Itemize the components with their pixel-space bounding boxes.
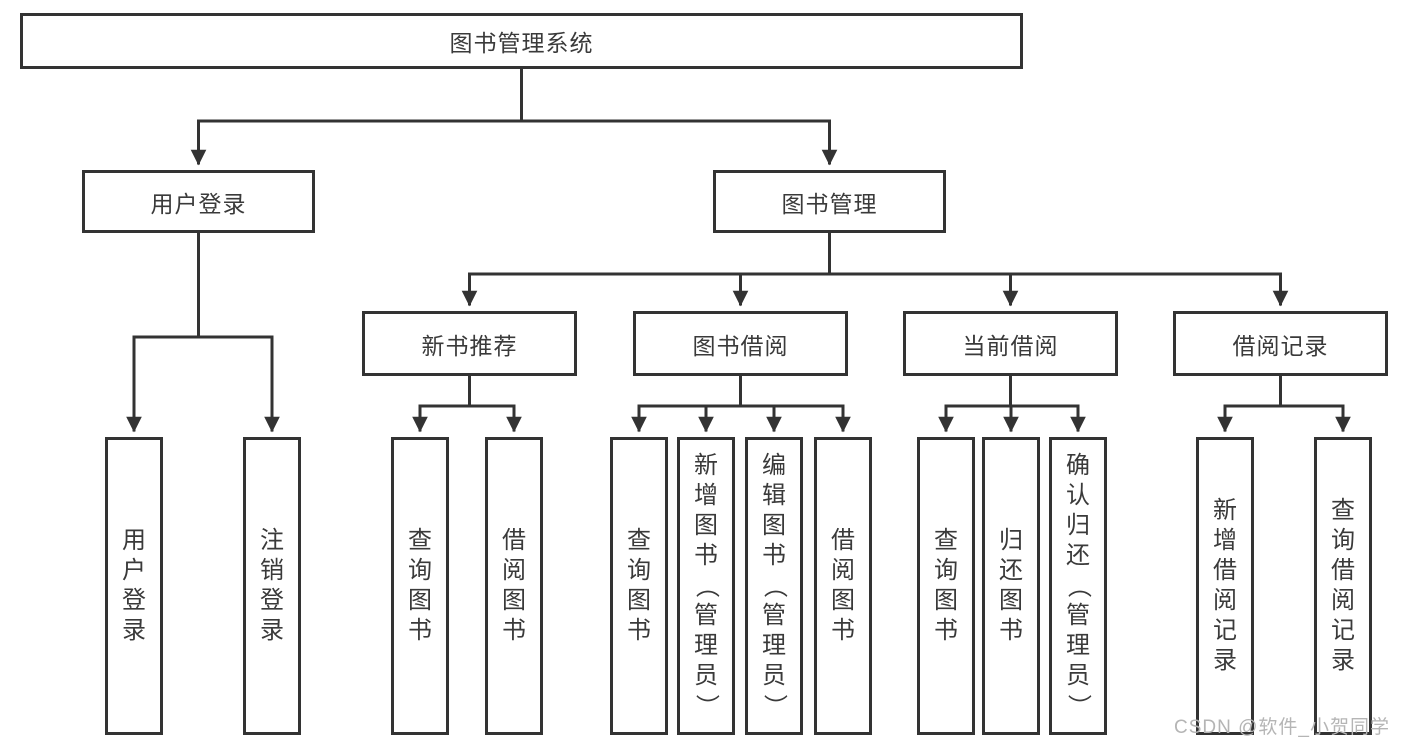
watermark: CSDN @软件_小贺同学 (1174, 717, 1390, 738)
leaf-user-login: 用户登录 (105, 437, 163, 735)
edges-borrowrecord-to-leaves (1217, 374, 1351, 433)
leaf-return-book: 归还图书 (982, 437, 1040, 735)
leaf-borrow-book-2: 借阅图书 (814, 437, 872, 735)
edges-bookmgmt-to-level3 (461, 231, 1289, 307)
edges-root-to-level2 (190, 67, 838, 166)
leaf-query-book-2: 查询图书 (610, 437, 668, 735)
leaf-add-borrow-record: 新增借阅记录 (1196, 437, 1254, 735)
node-borrow-record: 借阅记录 (1173, 311, 1388, 376)
node-user-login: 用户登录 (82, 170, 315, 233)
node-root: 图书管理系统 (20, 13, 1023, 69)
node-new-book-recommend: 新书推荐 (362, 311, 577, 376)
node-current-borrow: 当前借阅 (903, 311, 1118, 376)
leaf-edit-book-admin: 编辑图书（管理员） (745, 437, 803, 735)
node-book-management: 图书管理 (713, 170, 946, 233)
leaf-borrow-book-1: 借阅图书 (485, 437, 543, 735)
edges-currentborrow-to-leaves (938, 374, 1086, 433)
leaf-query-borrow-record: 查询借阅记录 (1314, 437, 1372, 735)
edges-bookborrow-to-leaves (631, 374, 851, 433)
leaf-add-book-admin: 新增图书（管理员） (677, 437, 735, 735)
edges-userlogin-to-leaves (126, 231, 280, 433)
leaf-query-book-3: 查询图书 (917, 437, 975, 735)
leaf-confirm-return-admin: 确认归还（管理员） (1049, 437, 1107, 735)
leaf-query-book-1: 查询图书 (391, 437, 449, 735)
node-book-borrow: 图书借阅 (633, 311, 848, 376)
leaf-logout: 注销登录 (243, 437, 301, 735)
edges-newbookrec-to-leaves (412, 374, 522, 433)
